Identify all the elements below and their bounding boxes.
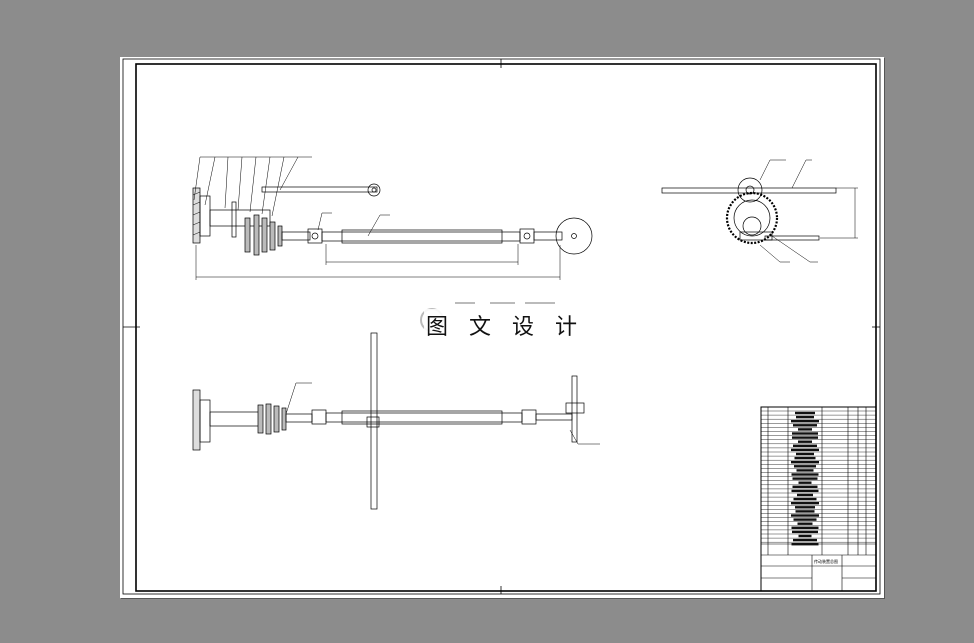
bom-rows <box>761 410 876 543</box>
watermark-text: 图 文 设 计 <box>424 309 586 341</box>
vertical-bar <box>370 332 378 510</box>
leader-lines <box>193 156 390 237</box>
right-bracket <box>571 375 578 443</box>
small-pulley <box>367 183 381 197</box>
bom-fill <box>791 411 819 546</box>
top-view <box>192 332 600 510</box>
gear-stack <box>244 214 283 256</box>
title-block-name: 传动装置总图 <box>814 559 838 564</box>
drive-shaft <box>321 231 521 242</box>
upper-lever <box>261 186 378 193</box>
sector-gear <box>725 191 779 245</box>
universal-joint-right <box>519 228 535 244</box>
side-view <box>661 159 858 263</box>
front-view <box>192 156 593 280</box>
outer-frame <box>122 58 881 595</box>
side-lever <box>661 187 837 194</box>
centering-marks <box>123 59 880 594</box>
large-wheel <box>555 217 593 255</box>
upper-gear <box>737 177 763 203</box>
inner-frame <box>135 63 877 592</box>
dimension-lines <box>195 244 561 280</box>
